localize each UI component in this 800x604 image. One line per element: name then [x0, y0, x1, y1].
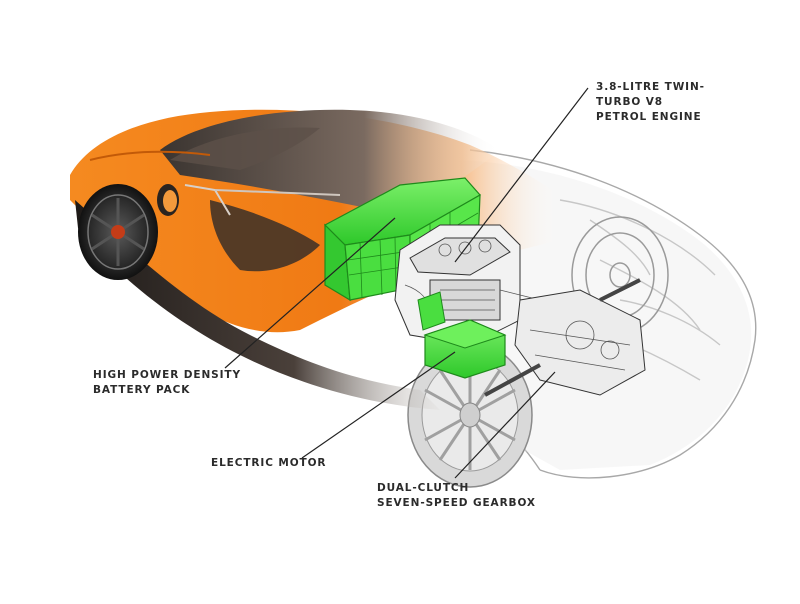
label-battery-line-1: HIGH POWER DENSITY — [93, 369, 241, 381]
label-battery-line-2: BATTERY PACK — [93, 384, 191, 396]
label-motor-line-1: ELECTRIC MOTOR — [211, 457, 327, 469]
leader-line-battery — [224, 217, 396, 369]
label-battery: HIGH POWER DENSITY BATTERY PACK — [93, 368, 241, 398]
leader-line-motor — [301, 351, 456, 459]
label-engine-line-3: PETROL ENGINE — [596, 111, 702, 123]
label-gearbox-line-2: SEVEN-SPEED GEARBOX — [377, 497, 536, 509]
label-engine: 3.8-LITRE TWIN- TURBO V8 PETROL ENGINE — [596, 80, 705, 125]
front-wheel-ghost — [407, 342, 533, 488]
gearbox — [484, 278, 646, 397]
label-gearbox-line-1: DUAL-CLUTCH — [377, 482, 470, 494]
front-wheel — [78, 184, 158, 280]
leader-line-gearbox — [454, 371, 556, 479]
leader-lines — [224, 87, 589, 479]
label-motor: ELECTRIC MOTOR — [211, 456, 326, 471]
label-gearbox: DUAL-CLUTCH SEVEN-SPEED GEARBOX — [377, 481, 536, 511]
label-engine-line-2: TURBO V8 — [596, 96, 663, 108]
leader-line-engine — [454, 87, 589, 263]
label-engine-line-1: 3.8-LITRE TWIN- — [596, 81, 705, 93]
electric-motor — [417, 291, 507, 379]
